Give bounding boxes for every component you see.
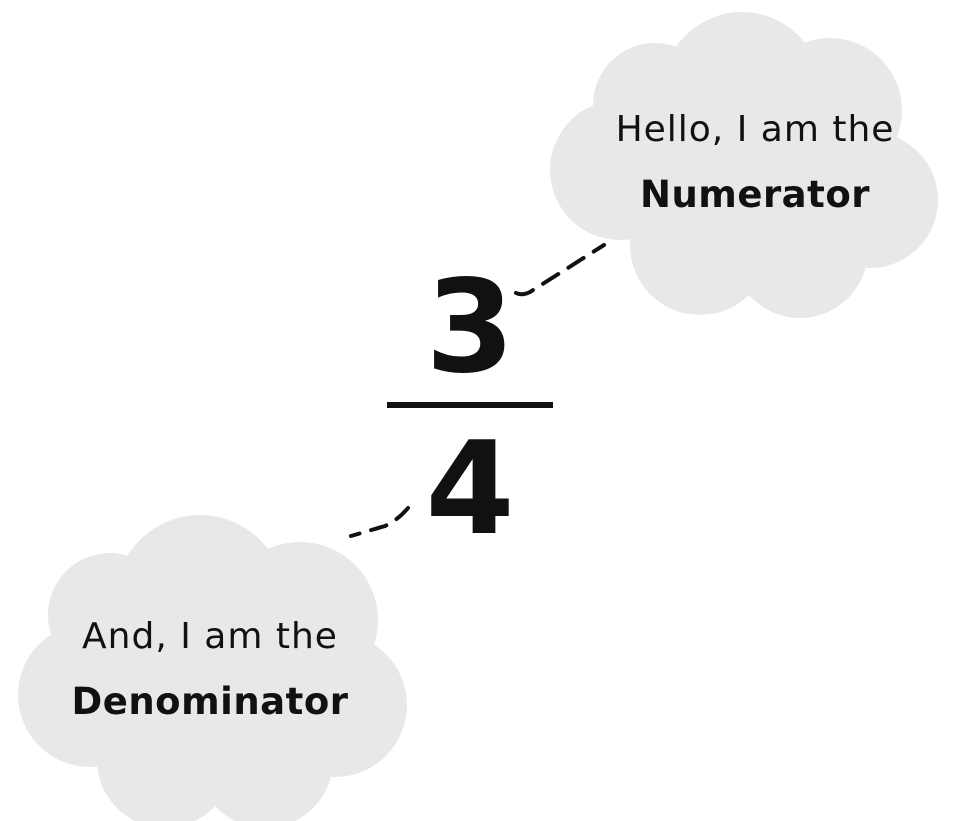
denominator-bubble-text: And, I am the Denominator bbox=[45, 616, 375, 723]
denominator-bubble-term: Denominator bbox=[71, 680, 349, 723]
numerator-connector bbox=[514, 243, 606, 297]
numerator-digit: 3 bbox=[425, 253, 515, 402]
numerator-bubble-term: Numerator bbox=[639, 173, 871, 216]
denominator-digit: 4 bbox=[425, 415, 515, 564]
numerator-bubble-greeting: Hello, I am the bbox=[615, 109, 895, 150]
denominator-connector bbox=[349, 506, 410, 538]
numerator-bubble-text: Hello, I am the Numerator bbox=[590, 109, 920, 216]
denominator-cloud bbox=[18, 515, 407, 821]
numerator-cloud bbox=[550, 12, 938, 318]
denominator-bubble-greeting: And, I am the bbox=[82, 616, 338, 657]
